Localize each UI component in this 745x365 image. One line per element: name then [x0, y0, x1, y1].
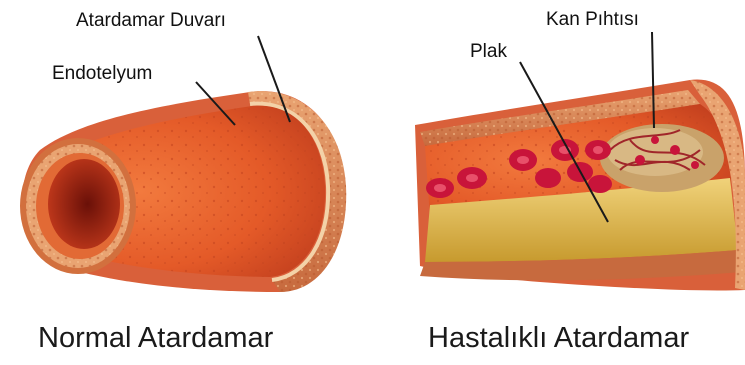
normal-artery: [20, 91, 346, 292]
label-plaque: Plak: [470, 41, 507, 62]
normal-artery-opening: [48, 159, 120, 249]
caption-diseased-artery: Hastalıklı Atardamar: [428, 322, 689, 354]
label-blood-clot: Kan Pıhtısı: [546, 9, 639, 30]
label-endothelium: Endotelyum: [52, 63, 152, 84]
label-artery-wall: Atardamar Duvarı: [76, 10, 226, 31]
caption-normal-artery: Normal Atardamar: [38, 322, 274, 354]
diseased-artery: [415, 80, 745, 291]
blood-clot: [600, 124, 724, 192]
